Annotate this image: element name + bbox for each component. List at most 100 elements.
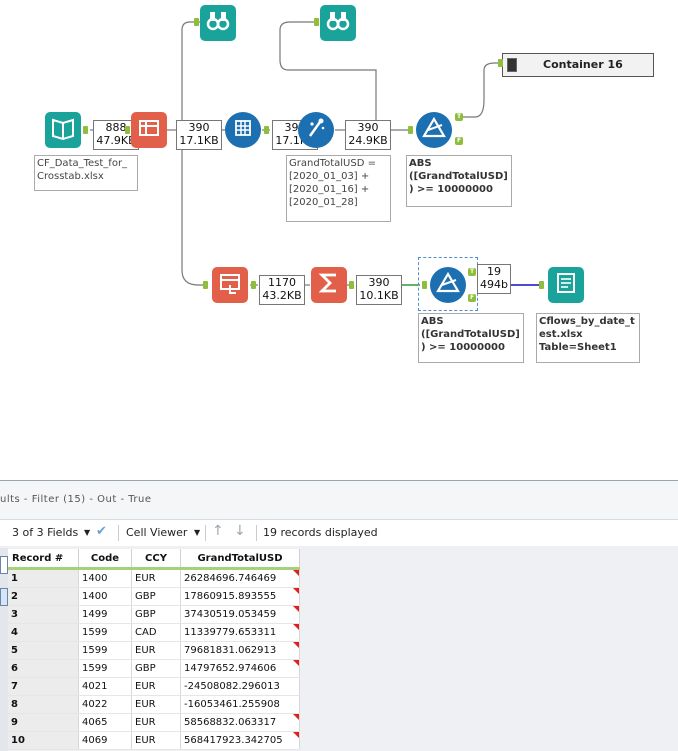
output-data-tool[interactable] — [548, 267, 584, 303]
cell-code[interactable]: 1499 — [78, 605, 132, 624]
cell-grandtotalusd[interactable]: 568417923.342705 — [180, 731, 300, 750]
down-arrow-icon[interactable]: ↓ — [234, 523, 246, 539]
record-count: 390 — [188, 121, 210, 134]
crosstab-tool[interactable] — [225, 112, 261, 148]
up-arrow-icon[interactable]: ↑ — [212, 523, 224, 539]
summarize-tool[interactable] — [311, 267, 347, 303]
cell-grandtotalusd[interactable]: 14797652.974606 — [180, 659, 300, 678]
side-tab-icon[interactable] — [0, 556, 8, 574]
cell-grandtotalusd[interactable]: 26284696.746469 — [180, 568, 300, 588]
cell-ccy[interactable]: GBP — [131, 659, 181, 678]
cell-ccy[interactable]: GBP — [131, 587, 181, 606]
cell-code[interactable]: 1400 — [78, 568, 132, 588]
cell-code[interactable]: 1599 — [78, 623, 132, 642]
table-row[interactable]: 6 1599 GBP 14797652.974606 — [8, 659, 300, 678]
workflow-canvas[interactable]: CF_Data_Test_for_ Crosstab.xlsx 888 47.9… — [0, 0, 678, 480]
toolbar-separator — [256, 525, 257, 541]
browse-tool-2[interactable] — [320, 5, 356, 41]
filter-tool-2[interactable] — [430, 267, 466, 303]
cell-grandtotalusd[interactable]: 11339779.653311 — [180, 623, 300, 642]
cell-code[interactable]: 1599 — [78, 641, 132, 660]
record-count: 1170 — [268, 276, 296, 289]
transpose-icon — [216, 269, 244, 301]
cell-grandtotalusd[interactable]: 58568832.063317 — [180, 713, 300, 732]
table-row[interactable]: 5 1599 EUR 79681831.062913 — [8, 641, 300, 660]
column-header-record[interactable]: Record # — [8, 549, 79, 570]
cell-ccy[interactable]: EUR — [131, 713, 181, 732]
record-number: 3 — [8, 605, 79, 624]
cell-code[interactable]: 1400 — [78, 587, 132, 606]
cell-grandtotalusd[interactable]: -24508082.296013 — [180, 677, 300, 696]
arrange-tool[interactable] — [212, 267, 248, 303]
check-icon[interactable]: ✔ — [96, 524, 107, 539]
filter2-input-anchor[interactable] — [422, 281, 427, 289]
column-header-grandtotalusd[interactable]: GrandTotalUSD — [180, 549, 300, 570]
column-header-code[interactable]: Code — [78, 549, 132, 570]
browse1-input-anchor[interactable] — [194, 18, 199, 26]
record-number: 4 — [8, 623, 79, 642]
chevron-down-icon[interactable]: ▼ — [84, 528, 91, 537]
filter2-false-anchor[interactable]: F — [468, 294, 476, 302]
filter-tool-1[interactable] — [416, 112, 452, 148]
toolbar-separator — [205, 525, 206, 541]
cell-ccy[interactable]: CAD — [131, 623, 181, 642]
table-row[interactable]: 3 1499 GBP 37430519.053459 — [8, 605, 300, 624]
table-row[interactable]: 4 1599 CAD 11339779.653311 — [8, 623, 300, 642]
table-row[interactable]: 8 4022 EUR -16053461.255908 — [8, 695, 300, 714]
chevron-down-icon[interactable]: ▼ — [194, 528, 201, 537]
cell-code[interactable]: 4065 — [78, 713, 132, 732]
arrange-input-anchor[interactable] — [203, 281, 208, 289]
cell-code[interactable]: 4021 — [78, 677, 132, 696]
cell-ccy[interactable]: EUR — [131, 695, 181, 714]
table-row[interactable]: 2 1400 GBP 17860915.893555 — [8, 587, 300, 606]
record-count-box: 390 24.9KB — [345, 120, 391, 150]
cell-ccy[interactable]: EUR — [131, 641, 181, 660]
input-data-tool[interactable] — [45, 112, 81, 148]
filter1-input-anchor[interactable] — [408, 126, 413, 134]
transpose-input-anchor[interactable] — [125, 126, 130, 134]
record-count: 888 — [105, 121, 127, 134]
formula-tool[interactable] — [298, 112, 334, 148]
cell-code[interactable]: 4069 — [78, 731, 132, 750]
arrange-output-anchor[interactable] — [251, 281, 256, 289]
record-count: 390 — [357, 121, 379, 134]
table-row[interactable]: 1 1400 EUR 26284696.746469 — [8, 568, 300, 588]
browse-tool-1[interactable] — [200, 5, 236, 41]
crosstab-output-anchor[interactable] — [264, 126, 269, 134]
cell-ccy[interactable]: EUR — [131, 568, 181, 588]
column-header-ccy[interactable]: CCY — [131, 549, 181, 570]
cell-grandtotalusd[interactable]: 37430519.053459 — [180, 605, 300, 624]
record-number: 2 — [8, 587, 79, 606]
cell-viewer-dropdown[interactable]: Cell Viewer — [126, 526, 188, 539]
cell-ccy[interactable]: GBP — [131, 605, 181, 624]
container-input-anchor[interactable] — [498, 59, 503, 67]
cell-code[interactable]: 4022 — [78, 695, 132, 714]
cell-grandtotalusd[interactable]: 79681831.062913 — [180, 641, 300, 660]
cell-ccy[interactable]: EUR — [131, 677, 181, 696]
container-collapse-toggle[interactable] — [507, 58, 517, 72]
table-header-row: Record # Code CCY GrandTotalUSD — [8, 549, 300, 570]
input-output-anchor[interactable] — [83, 126, 88, 134]
table-row[interactable]: 7 4021 EUR -24508082.296013 — [8, 677, 300, 696]
fields-dropdown[interactable]: 3 of 3 Fields — [12, 526, 79, 539]
cell-ccy[interactable]: EUR — [131, 731, 181, 750]
summarize-output-anchor[interactable] — [349, 281, 354, 289]
container-16[interactable]: Container 16 — [502, 53, 654, 77]
filter2-true-anchor[interactable]: T — [468, 268, 476, 276]
record-number: 6 — [8, 659, 79, 678]
filter1-false-anchor[interactable]: F — [455, 137, 463, 145]
side-tab-icon[interactable] — [0, 588, 8, 606]
cell-grandtotalusd[interactable]: -16053461.255908 — [180, 695, 300, 714]
data-size: 10.1KB — [359, 289, 399, 302]
output-input-anchor[interactable] — [539, 281, 544, 289]
cell-code[interactable]: 1599 — [78, 659, 132, 678]
filter1-true-anchor[interactable]: T — [455, 113, 463, 121]
table-row[interactable]: 9 4065 EUR 58568832.063317 — [8, 713, 300, 732]
record-number: 1 — [8, 568, 79, 588]
results-table: Record # Code CCY GrandTotalUSD 1 1400 E… — [8, 549, 300, 750]
transpose-tool[interactable] — [131, 112, 167, 148]
formula-annotation: GrandTotalUSD = [2020_01_03] + [2020_01_… — [286, 155, 391, 222]
table-row[interactable]: 10 4069 EUR 568417923.342705 — [8, 731, 300, 750]
browse2-input-anchor[interactable] — [314, 18, 319, 26]
cell-grandtotalusd[interactable]: 17860915.893555 — [180, 587, 300, 606]
